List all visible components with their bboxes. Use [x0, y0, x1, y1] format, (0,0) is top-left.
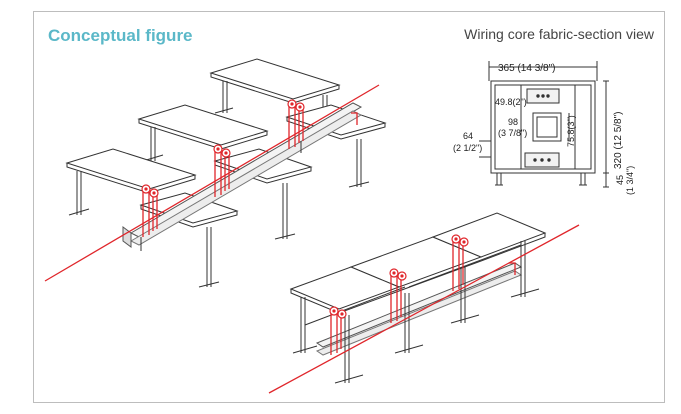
dim-box-height-label: 75.8(3") — [566, 115, 576, 147]
dim-inner-width-inch: (3 7/8") — [498, 128, 527, 138]
desk-top — [209, 58, 341, 100]
dim-side-offset-value: 64 — [463, 131, 473, 141]
desk-cluster-lower — [289, 212, 547, 384]
section-view-title: Wiring core fabric-section view — [464, 26, 654, 42]
power-wiring-lower — [268, 224, 580, 394]
figure-panel: 365 (14 3/8") 49.8(2") 98 (3 7/8") 75.8(… — [33, 11, 665, 403]
power-wiring-upper — [44, 84, 380, 282]
figure-heading: Conceptual figure — [48, 26, 193, 45]
outlet-icons-lower — [329, 234, 469, 319]
dim-inner-height-label: 49.8(2") — [495, 97, 527, 107]
desk-top — [65, 148, 197, 190]
dim-foot-height-value: 45 — [615, 175, 625, 185]
dim-inner-width-value: 98 — [508, 117, 518, 127]
dim-total-height-label: 320 (12 5/8") — [613, 112, 624, 169]
desk-cluster-upper — [65, 58, 387, 288]
dim-side-offset-inch: (2 1/2") — [453, 143, 482, 153]
desk-top — [137, 104, 269, 146]
dim-width-label: 365 (14 3/8") — [498, 63, 555, 74]
illustration-canvas: 365 (14 3/8") 49.8(2") 98 (3 7/8") 75.8(… — [44, 58, 635, 394]
section-view — [479, 61, 609, 188]
dim-foot-height-inch: (1 3/4") — [625, 166, 635, 195]
